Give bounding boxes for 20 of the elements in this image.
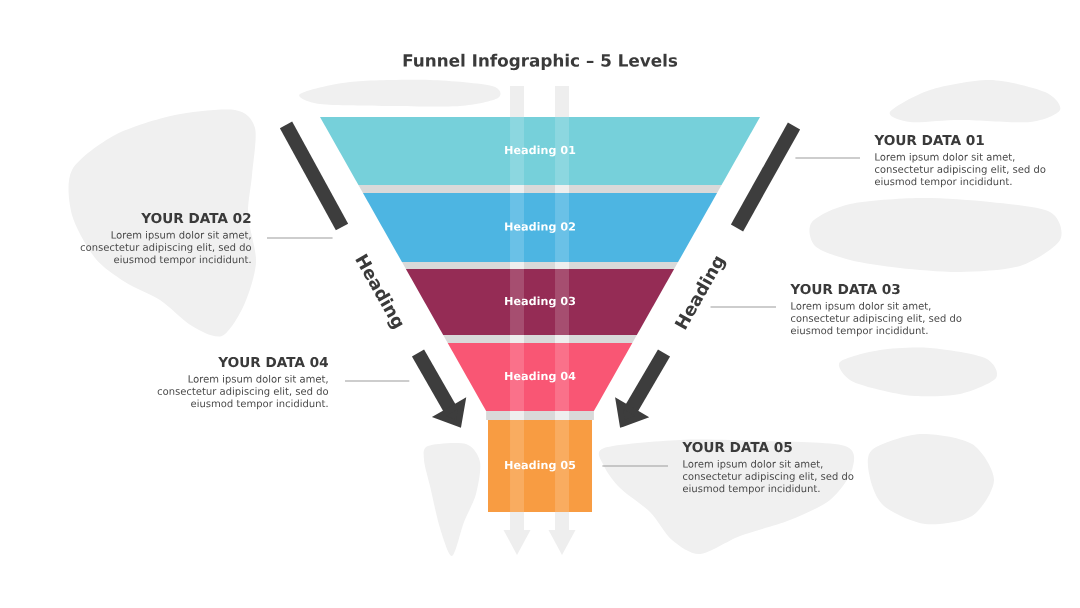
funnel-band: Heading 01 [320,117,760,185]
funnel-band: Heading 04 [447,343,633,411]
description-text: Lorem ipsum dolor sit amet, consectetur adipiscing elit, sed do eiusmod tempor incididunt. [683,459,854,495]
data-heading: YOUR DATA 05 [682,441,792,453]
data-heading: YOUR DATA 03 [790,283,900,295]
data-heading: YOUR DATA 02 [141,212,251,224]
leader-line [344,380,410,382]
title: Funnel Infographic – 5 Levels [403,53,678,71]
data-heading: YOUR DATA 01 [874,134,984,146]
leader-line [266,237,334,239]
description-text: Lorem ipsum dolor sit amet, consectetur adipiscing elit, sed do eiusmod tempor incididunt. [157,374,329,410]
leader-line [601,465,669,467]
leader-line [794,157,861,159]
description-text: Lorem ipsum dolor sit amet, consectetur adipiscing elit, sed do eiusmod tempor incididunt. [874,152,1046,188]
funnel-base: Heading 05 [488,420,592,512]
funnel-band: Heading 03 [405,269,675,335]
leader-line [709,306,777,308]
description-text: Lorem ipsum dolor sit amet, consectetur adipiscing elit, sed do eiusmod tempor incididunt. [80,230,252,266]
data-heading: YOUR DATA 04 [218,356,328,368]
description-text: Lorem ipsum dolor sit amet, consectetur adipiscing elit, sed do eiusmod tempor incididunt. [791,301,962,337]
